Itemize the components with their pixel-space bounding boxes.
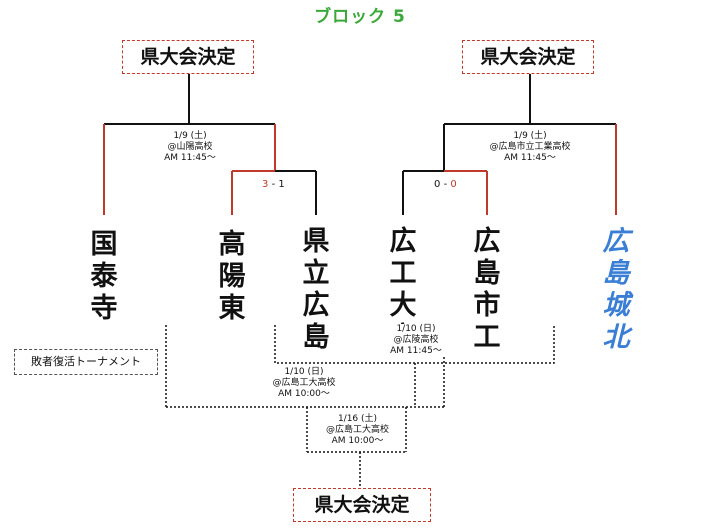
- score-left-semi: 3 - 1: [262, 179, 285, 191]
- team-kenritsu-hiroshima: 県立広島: [296, 226, 336, 354]
- match-date: 1/9 (土): [173, 131, 207, 141]
- match-time: AM 11:45〜: [390, 346, 442, 356]
- match-info-right-final: 1/9 (土) @広島市立工業高校 AM 11:45〜: [470, 131, 590, 164]
- match-time: AM 11:45〜: [164, 153, 216, 163]
- match-venue: @広島工大高校: [272, 378, 336, 388]
- team-name: 高陽東: [212, 229, 252, 325]
- team-name: 広島市工: [467, 226, 507, 354]
- score-a: 3: [262, 179, 269, 190]
- team-hiroshima-johoku: 広島城北: [596, 226, 636, 354]
- team-name-char: 島: [473, 258, 501, 289]
- score-sep: -: [271, 179, 276, 190]
- match-info-consol-final: 1/16 (土) @広島工大高校 AM 10:00〜: [310, 414, 405, 447]
- team-name-char: 島: [302, 322, 330, 353]
- match-venue: @広島市立工業高校: [489, 142, 571, 152]
- team-name-char: 広: [602, 226, 630, 257]
- qualify-box-right: 県大会決定: [462, 40, 594, 74]
- match-venue: @広島工大高校: [325, 425, 389, 435]
- team-name-char: 立: [302, 258, 330, 289]
- match-time: AM 11:45〜: [504, 153, 556, 163]
- team-name-char: 寺: [90, 293, 118, 324]
- match-info-consol-r1: 1/10 (日) @広陵高校 AM 11:45〜: [376, 324, 456, 357]
- match-venue: @山陽高校: [167, 142, 213, 152]
- team-name-char: 大: [389, 290, 417, 321]
- team-name: 広島城北: [596, 226, 636, 354]
- team-name: 国泰寺: [84, 229, 124, 325]
- team-name-char: 県: [302, 226, 330, 257]
- match-date: 1/16 (土): [337, 414, 378, 424]
- team-hiroshima-shiko: 広島市工: [467, 226, 507, 354]
- team-name-char: 陽: [218, 261, 246, 292]
- team-kokutaiji: 国泰寺: [84, 229, 124, 325]
- team-name-char: 工: [473, 322, 501, 353]
- score-sep: -: [443, 179, 448, 190]
- match-venue: @広陵高校: [393, 335, 439, 345]
- team-name: 県立広島: [296, 226, 336, 354]
- match-date: 1/10 (日): [396, 324, 436, 334]
- match-time: AM 10:00〜: [331, 436, 384, 446]
- team-name-char: 島: [602, 258, 630, 289]
- team-name-char: 城: [602, 290, 630, 321]
- block-title: ブロック 5: [314, 7, 406, 27]
- team-name-char: 広: [302, 290, 330, 321]
- score-right-semi: 0 - 0: [434, 179, 457, 191]
- qualify-box-bottom: 県大会決定: [293, 488, 431, 522]
- score-b: 0: [450, 179, 457, 190]
- score-b: 1: [278, 179, 285, 190]
- qualify-box-left: 県大会決定: [122, 40, 254, 74]
- consolation-lines: [165, 325, 555, 488]
- match-info-consol-r2: 1/10 (日) @広島工大高校 AM 10:00〜: [254, 367, 354, 400]
- match-date: 1/10 (日): [284, 367, 324, 377]
- match-date: 1/9 (土): [513, 131, 547, 141]
- team-name-char: 広: [389, 226, 417, 257]
- team-name-char: 工: [389, 258, 417, 289]
- team-name-char: 東: [218, 293, 246, 324]
- team-koyohigashi: 高陽東: [212, 229, 252, 325]
- team-name-char: 国: [90, 229, 118, 260]
- match-time: AM 10:00〜: [278, 389, 330, 399]
- consolation-label: 敗者復活トーナメント: [14, 349, 158, 375]
- score-a: 0: [434, 179, 441, 190]
- team-name-char: 広: [473, 226, 501, 257]
- team-name-char: 泰: [90, 261, 118, 292]
- team-name-char: 高: [218, 229, 246, 260]
- team-name-char: 北: [602, 322, 630, 353]
- match-info-left-final: 1/9 (土) @山陽高校 AM 11:45〜: [140, 131, 240, 164]
- team-name-char: 市: [473, 290, 501, 321]
